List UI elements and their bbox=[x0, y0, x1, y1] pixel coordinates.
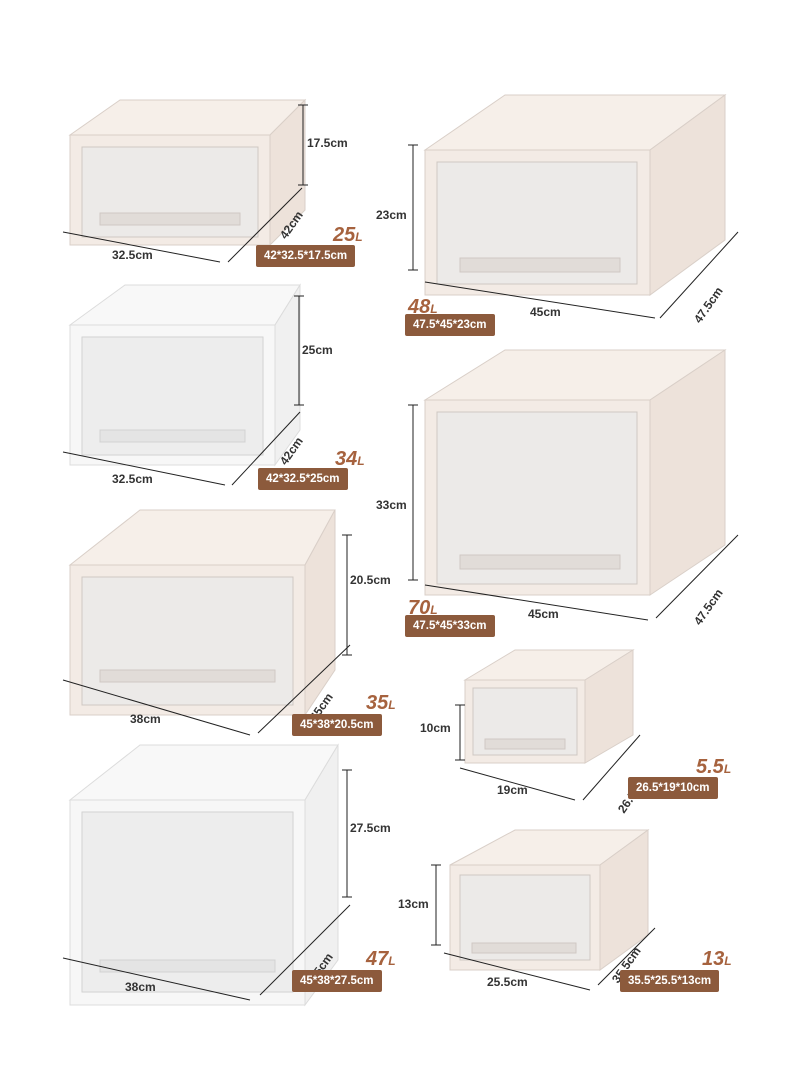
height-label: 33cm bbox=[376, 498, 407, 512]
storage-drawer-image bbox=[423, 94, 727, 296]
width-label: 19cm bbox=[497, 783, 528, 797]
height-label: 20.5cm bbox=[350, 573, 391, 587]
width-label: 38cm bbox=[125, 980, 156, 994]
volume-badge: 5.5L bbox=[696, 756, 732, 778]
volume-badge: 47L bbox=[366, 948, 396, 970]
volume-badge: 70L bbox=[408, 597, 438, 619]
height-label: 25cm bbox=[302, 343, 333, 357]
storage-drawer-image bbox=[449, 829, 650, 971]
spec-tag: 42*32.5*17.5cm bbox=[256, 245, 356, 267]
volume-badge: 35L bbox=[366, 692, 396, 714]
storage-drawer-image bbox=[68, 283, 301, 467]
volume-badge: 34L bbox=[335, 448, 365, 470]
spec-tag: 42*32.5*25cm bbox=[258, 468, 348, 490]
spec-tag: 35.5*25.5*13cm bbox=[620, 970, 720, 992]
volume-badge: 13L bbox=[702, 948, 732, 970]
storage-drawer-image bbox=[68, 509, 336, 717]
storage-drawer-image bbox=[68, 98, 307, 247]
storage-drawer-image bbox=[68, 743, 339, 1007]
width-label: 45cm bbox=[530, 305, 561, 319]
width-label: 32.5cm bbox=[112, 472, 153, 486]
height-label: 13cm bbox=[398, 897, 429, 911]
width-label: 38cm bbox=[130, 712, 161, 726]
height-label: 10cm bbox=[420, 721, 451, 735]
height-label: 23cm bbox=[376, 208, 407, 222]
volume-badge: 48L bbox=[408, 296, 438, 318]
volume-badge: 25L bbox=[333, 224, 363, 246]
width-label: 32.5cm bbox=[112, 248, 153, 262]
height-label: 17.5cm bbox=[307, 136, 348, 150]
height-label: 27.5cm bbox=[350, 821, 391, 835]
spec-tag: 47.5*45*23cm bbox=[405, 314, 495, 336]
spec-tag: 47.5*45*33cm bbox=[405, 615, 495, 637]
spec-tag: 45*38*20.5cm bbox=[292, 714, 382, 736]
spec-tag: 26.5*19*10cm bbox=[628, 777, 718, 799]
storage-drawer-image bbox=[463, 649, 635, 764]
width-label: 45cm bbox=[528, 607, 559, 621]
storage-drawer-image bbox=[423, 349, 727, 596]
width-label: 25.5cm bbox=[487, 975, 528, 989]
spec-tag: 45*38*27.5cm bbox=[292, 970, 382, 992]
